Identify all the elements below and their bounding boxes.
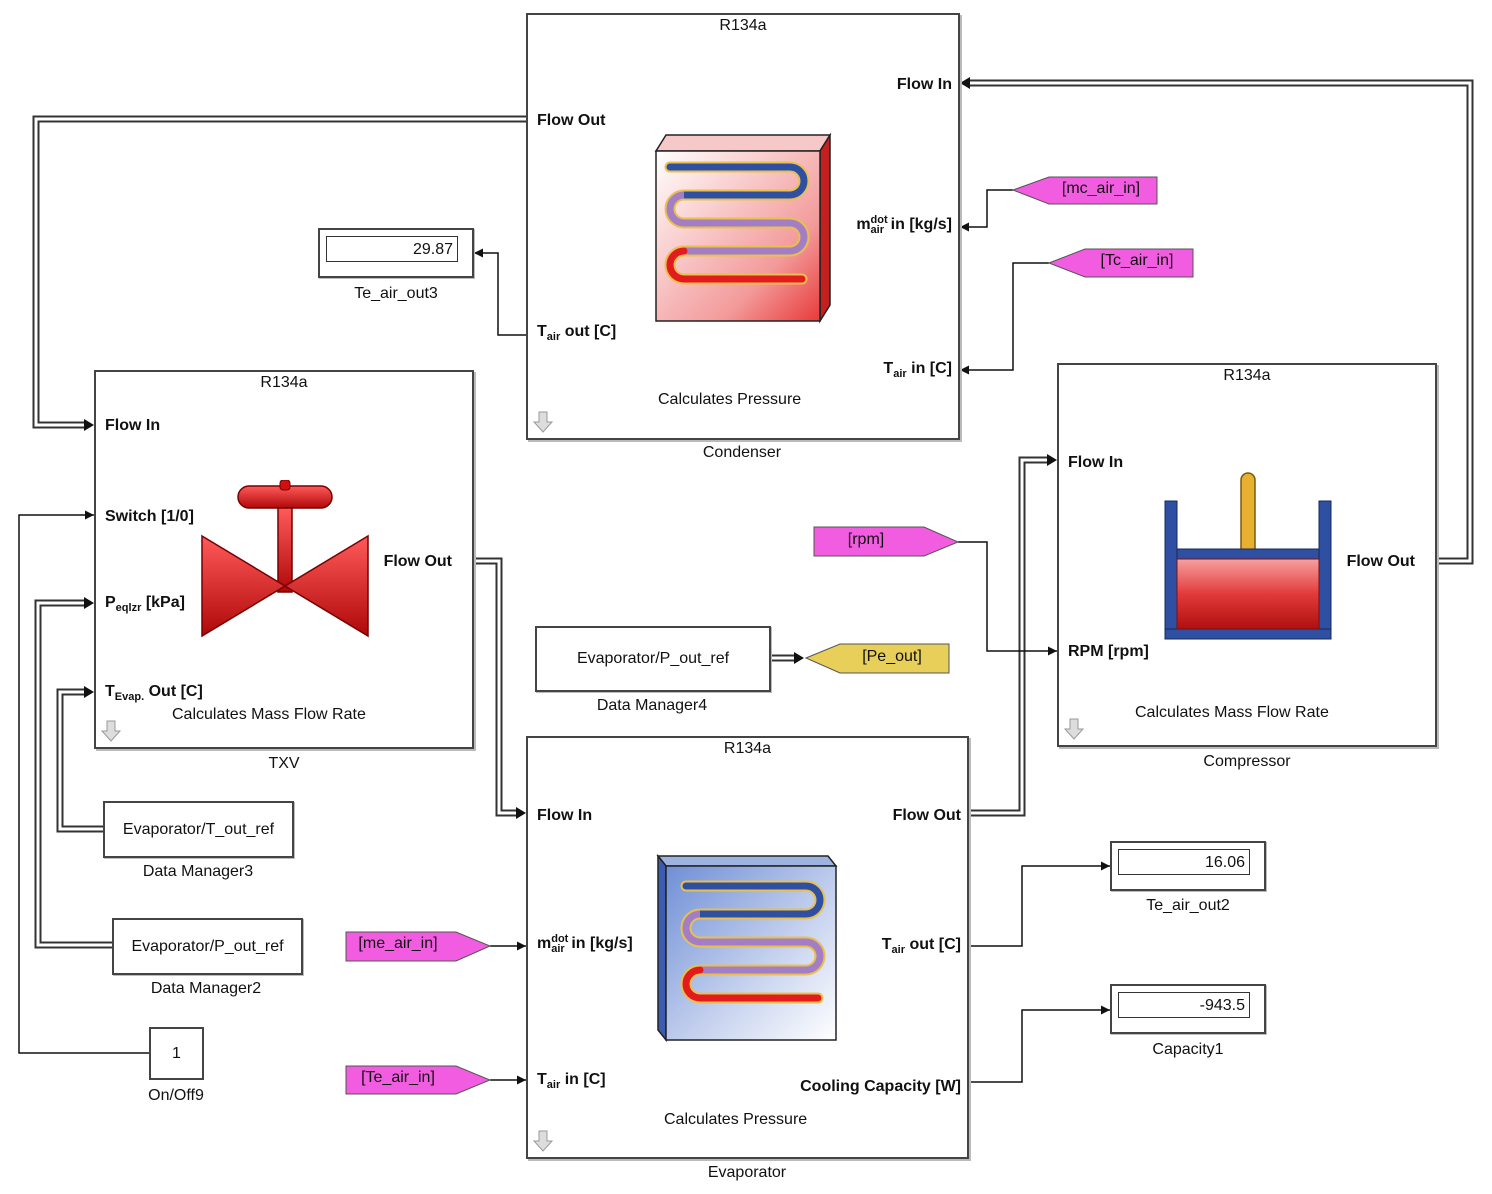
conn-condenser-to-txv	[32, 115, 527, 431]
constant-value: 1	[172, 1045, 181, 1062]
tag-label-mc-air-in: [mc_air_in]	[1061, 180, 1141, 197]
evaporator-description: Calculates Pressure	[664, 1111, 808, 1128]
txv-label: TXV	[268, 755, 300, 772]
tag-label-tc-air-in: [Tc_air_in]	[1100, 252, 1174, 269]
tag-mc-air-in[interactable]	[1011, 176, 1158, 205]
sig-condenser-tair-out	[474, 248, 527, 336]
data-manager-label: Data Manager3	[142, 863, 254, 880]
txv-port-flow-out: Flow Out	[383, 553, 452, 570]
compressor-port-flow-in: Flow In	[1068, 454, 1124, 471]
txv-port-t-evap-out: TEvap. Out [C]	[105, 683, 203, 704]
txv-block[interactable]: R134a Flow In Switch [1/0] Peqlzr [kPa] …	[94, 370, 474, 749]
sig-evap-tair-out	[968, 861, 1110, 947]
tag-pe-out[interactable]	[804, 643, 950, 674]
sig-rpm	[958, 541, 1057, 656]
evaporator-port-flow-in: Flow In	[537, 807, 593, 824]
conn-txv-to-evaporator	[473, 557, 526, 819]
data-manager-label: Data Manager4	[596, 697, 708, 714]
display-value: 16.06	[1118, 849, 1250, 875]
evaporator-label: Evaporator	[707, 1164, 787, 1181]
conn-compressor-to-condenser	[960, 77, 1474, 565]
condenser-port-t-air-in: Tair in [C]	[883, 360, 952, 381]
library-link-arrow-icon	[532, 1130, 554, 1152]
conn-evaporator-to-compressor	[968, 454, 1057, 817]
compressor-port-flow-out: Flow Out	[1346, 553, 1415, 570]
tag-label-rpm: [rpm]	[847, 531, 885, 548]
compressor-label: Compressor	[1203, 753, 1291, 770]
tag-tc-air-in[interactable]	[1047, 248, 1194, 278]
txv-port-flow-in: Flow In	[105, 417, 161, 434]
evaporator-header: R134a	[723, 740, 772, 757]
library-link-arrow-icon	[1063, 718, 1085, 740]
conn-dm4-to-pe-out	[770, 652, 804, 664]
display-te-air-out2[interactable]: 16.06	[1110, 841, 1266, 891]
condenser-label: Condenser	[702, 444, 782, 461]
txv-port-switch: Switch [1/0]	[105, 508, 194, 525]
constant-onoff-block[interactable]: 1	[149, 1027, 204, 1080]
compressor-header: R134a	[1223, 367, 1271, 384]
evaporator-port-cooling-capacity: Cooling Capacity [W]	[800, 1078, 961, 1095]
data-manager-label: Data Manager2	[150, 980, 262, 997]
sig-mc-air-in	[960, 189, 1013, 232]
display-value: -943.5	[1118, 992, 1250, 1018]
condenser-description: Calculates Pressure	[658, 391, 802, 408]
tag-label-pe-out: [Pe_out]	[862, 648, 922, 665]
library-link-arrow-icon	[100, 720, 122, 742]
sig-onoff	[18, 510, 149, 1054]
data-manager4-block[interactable]: Evaporator/P_out_ref	[535, 626, 771, 692]
evaporator-icon	[656, 854, 838, 1043]
compressor-description: Calculates Mass Flow Rate	[1135, 704, 1329, 721]
display-label: Te_air_out2	[1146, 897, 1230, 914]
compressor-block[interactable]: R134a Flow In RPM [rpm] Flow Out Calcula…	[1057, 363, 1437, 747]
sig-tc-air-in	[960, 262, 1049, 375]
condenser-port-t-air-out: Tair out [C]	[537, 323, 617, 344]
txv-port-p-eqlzr: Peqlzr [kPa]	[105, 594, 185, 615]
tag-rpm[interactable]	[813, 526, 960, 557]
tag-te-air-in[interactable]	[345, 1065, 492, 1095]
data-manager-path: Evaporator/P_out_ref	[576, 650, 730, 667]
library-link-arrow-icon	[532, 411, 554, 433]
display-value: 29.87	[326, 236, 458, 262]
condenser-icon	[654, 133, 832, 324]
conn-dm2-to-txv	[34, 597, 112, 949]
txv-header: R134a	[260, 374, 308, 391]
display-label: Capacity1	[1152, 1041, 1224, 1058]
tag-label-me-air-in: [me_air_in]	[358, 935, 438, 952]
evaporator-port-t-air-in: Tair in [C]	[537, 1071, 606, 1092]
conn-dm3-to-txv	[56, 686, 104, 833]
evaporator-port-flow-out: Flow Out	[892, 807, 961, 824]
tag-label-te-air-in: [Te_air_in]	[361, 1069, 435, 1086]
constant-label: On/Off9	[148, 1087, 204, 1104]
valve-icon	[201, 480, 369, 638]
display-label: Te_air_out3	[354, 285, 438, 302]
sig-cooling-capacity	[968, 1005, 1110, 1083]
compressor-port-rpm: RPM [rpm]	[1068, 643, 1149, 660]
display-capacity1[interactable]: -943.5	[1110, 984, 1266, 1034]
data-manager3-block[interactable]: Evaporator/T_out_ref	[103, 801, 294, 858]
condenser-port-flow-in: Flow In	[896, 76, 952, 93]
display-te-air-out3[interactable]: 29.87	[318, 228, 474, 278]
data-manager2-block[interactable]: Evaporator/P_out_ref	[112, 918, 303, 975]
data-manager-path: Evaporator/T_out_ref	[122, 821, 275, 838]
tag-me-air-in[interactable]	[345, 931, 492, 962]
condenser-header: R134a	[719, 17, 767, 34]
txv-description: Calculates Mass Flow Rate	[172, 706, 366, 723]
compressor-piston-icon	[1164, 472, 1332, 640]
condenser-port-flow-out: Flow Out	[537, 112, 606, 129]
evaporator-port-t-air-out: Tair out [C]	[881, 936, 961, 957]
data-manager-path: Evaporator/P_out_ref	[131, 938, 284, 955]
